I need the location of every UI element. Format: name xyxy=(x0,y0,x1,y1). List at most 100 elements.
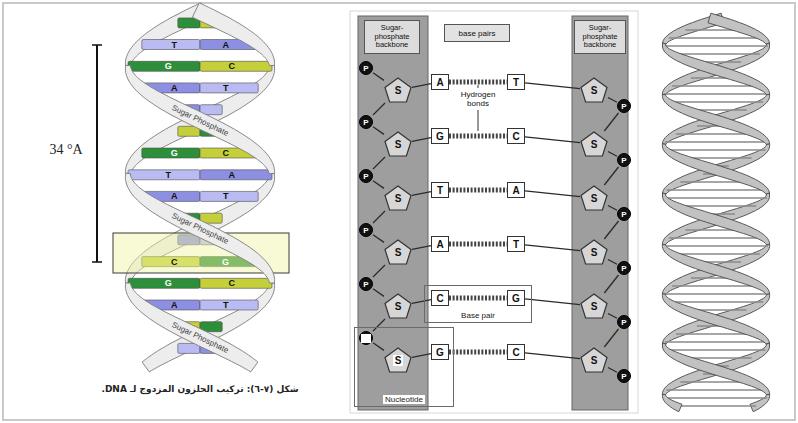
phosphate-dot xyxy=(618,262,631,275)
strand-front xyxy=(662,244,769,294)
dimension-cap xyxy=(92,261,102,263)
node-text: A xyxy=(436,239,443,250)
base-letter: A xyxy=(171,83,178,92)
pentagon-outline xyxy=(581,240,607,264)
node-text: S xyxy=(591,139,598,150)
phosphate-dot xyxy=(360,116,373,129)
base-letter: G xyxy=(165,279,172,288)
base-letter: A xyxy=(171,300,178,309)
backbone-bond xyxy=(373,157,385,169)
base-letter: T xyxy=(223,300,229,309)
pentagon-outline xyxy=(385,186,411,210)
phosphate-dot xyxy=(618,154,631,167)
node-text: T xyxy=(437,185,443,196)
sugar-pentagon: S xyxy=(384,131,412,157)
pentagon-outline xyxy=(385,348,411,372)
backbone-bond xyxy=(373,319,385,331)
phosphate-dot xyxy=(618,100,631,113)
base-letter: A xyxy=(222,40,229,49)
backbone-bond xyxy=(608,260,617,265)
node-text: S xyxy=(591,85,598,96)
phosphate-dot xyxy=(618,316,631,329)
phosphate-circle: P xyxy=(359,277,373,291)
rung-line xyxy=(664,245,768,247)
rung-line xyxy=(676,405,756,407)
base-box: A xyxy=(431,236,449,252)
base-bar xyxy=(200,61,272,71)
backbone-column xyxy=(358,16,428,410)
sugar-pentagon: S xyxy=(384,185,412,211)
backbone-bond xyxy=(525,137,580,143)
base-bar xyxy=(200,170,272,180)
hydrogen-bond xyxy=(449,296,507,301)
base-letter: C xyxy=(228,62,235,71)
rung-line xyxy=(669,301,763,303)
base-letter: G xyxy=(222,257,229,266)
pentagon-outline xyxy=(581,78,607,102)
leader-line xyxy=(478,110,479,131)
node-text: T xyxy=(513,239,519,250)
rung-line xyxy=(665,197,767,199)
node-text: A xyxy=(436,77,443,88)
base-box: T xyxy=(431,182,449,198)
base-bar xyxy=(142,148,200,158)
group-label: Nucleotide xyxy=(383,395,425,404)
base-bar xyxy=(200,278,272,288)
rung-line xyxy=(664,93,768,95)
pentagon-outline xyxy=(385,240,411,264)
backbone-bond xyxy=(608,98,617,103)
strand-front xyxy=(662,144,769,194)
backbone-bond xyxy=(604,221,618,239)
node-text: S xyxy=(395,193,402,204)
base-box: G xyxy=(431,344,449,360)
strand-front xyxy=(662,94,769,144)
phosphate-dot xyxy=(360,62,373,75)
node-text: P xyxy=(363,172,368,181)
strand-back xyxy=(662,43,769,95)
backbone-bond xyxy=(373,73,384,81)
rung-line xyxy=(665,341,767,343)
phosphate-circle: P xyxy=(617,153,631,167)
pentagon-outline xyxy=(385,78,411,102)
pentagon-outline xyxy=(385,132,411,156)
strand-back xyxy=(125,65,274,173)
base-letter: G xyxy=(165,62,172,71)
backbone-bond xyxy=(373,289,384,297)
group-label: Base pair xyxy=(459,311,497,320)
strand-front xyxy=(662,294,769,344)
base-letter: T xyxy=(166,170,172,179)
sugar-pentagon: S xyxy=(384,239,412,265)
rung-line xyxy=(667,389,766,391)
node-text: Sugar-phosphate backbone xyxy=(366,24,418,50)
strand-back xyxy=(663,294,770,344)
pentagon-outline xyxy=(581,294,607,318)
hydrogen-bond xyxy=(449,188,507,193)
base-box: G xyxy=(507,290,525,306)
rung-line xyxy=(672,253,760,255)
phosphate-circle: P xyxy=(359,331,373,345)
node-text: T xyxy=(513,77,519,88)
strand-back xyxy=(750,394,770,411)
group-box: NucleotidePSG xyxy=(354,327,454,407)
phosphate-dot xyxy=(360,278,373,291)
backbone-header: Sugar-phosphate backbone xyxy=(574,20,626,54)
node-text: S xyxy=(591,247,598,258)
phosphate-circle: P xyxy=(359,115,373,129)
rung-line xyxy=(672,285,760,287)
rung-line xyxy=(669,37,763,39)
strand-back xyxy=(662,94,769,144)
node-text: P xyxy=(363,226,368,235)
base-box: C xyxy=(431,290,449,306)
strand-back xyxy=(662,193,769,245)
node-text: C xyxy=(512,131,519,142)
node-text: S xyxy=(395,139,402,150)
backbone-bond xyxy=(608,206,617,211)
strand-back xyxy=(662,244,769,294)
strand-front xyxy=(663,193,770,245)
base-box: C xyxy=(507,128,525,144)
base-bar xyxy=(142,40,200,50)
strand-front xyxy=(663,343,770,395)
node-text: S xyxy=(395,85,402,96)
rung-line xyxy=(667,189,766,191)
backbone-bond xyxy=(412,246,431,250)
